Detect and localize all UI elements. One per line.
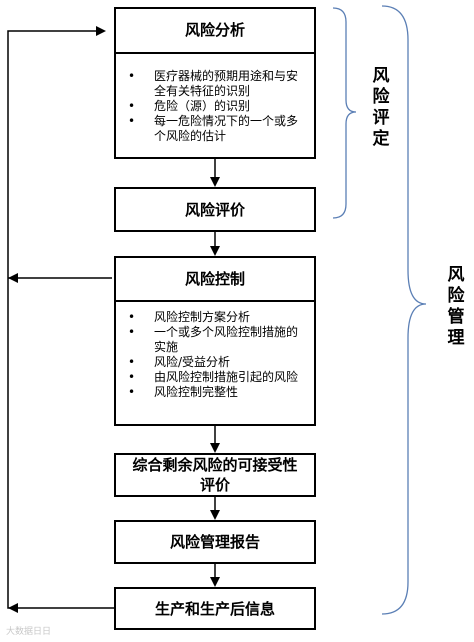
label-risk-assessment: 风险评定 (372, 66, 390, 149)
risk-analysis-list: 医疗器械的预期用途和与安全有关特征的识别 危险（源）的识别 每一危险情况下的一个… (126, 69, 306, 144)
box-risk-control-divider (116, 300, 314, 302)
label-risk-management: 风险管理 (447, 265, 465, 348)
bracket-assessment (332, 7, 357, 219)
risk-control-list: 风险控制方案分析 一个或多个风险控制措施的实施 风险/受益分析 由风险控制措施引… (126, 310, 306, 400)
list-item: 风险/受益分析 (126, 355, 306, 370)
box-risk-analysis: 风险分析 医疗器械的预期用途和与安全有关特征的识别 危险（源）的识别 每一危险情… (114, 7, 316, 159)
box-risk-control: 风险控制 风险控制方案分析 一个或多个风险控制措施的实施 风险/受益分析 由风险… (114, 256, 316, 426)
box-residual-risk: 综合剩余风险的可接受性评价 (114, 453, 316, 497)
bracket-management (381, 5, 427, 615)
list-item: 危险（源）的识别 (126, 99, 306, 114)
box-risk-evaluation: 风险评价 (114, 187, 316, 232)
box-risk-report: 风险管理报告 (114, 520, 316, 564)
list-item: 医疗器械的预期用途和与安全有关特征的识别 (126, 69, 306, 99)
box-risk-analysis-divider (116, 52, 314, 54)
list-item: 每一危险情况下的一个或多个风险的估计 (126, 114, 306, 144)
box-production-info: 生产和生产后信息 (114, 587, 316, 630)
list-item: 一个或多个风险控制措施的实施 (126, 325, 306, 355)
watermark: 大数据日日 (6, 627, 52, 637)
list-item: 风险控制完整性 (126, 385, 306, 400)
arrowhead-left-production (8, 603, 18, 613)
feedback-line (7, 26, 114, 609)
box-risk-control-title: 风险控制 (184, 270, 245, 288)
list-item: 由风险控制措施引起的风险 (126, 370, 306, 385)
arrowhead-left-control (8, 273, 18, 283)
box-risk-analysis-title: 风险分析 (184, 21, 245, 39)
list-item: 风险控制方案分析 (126, 310, 306, 325)
